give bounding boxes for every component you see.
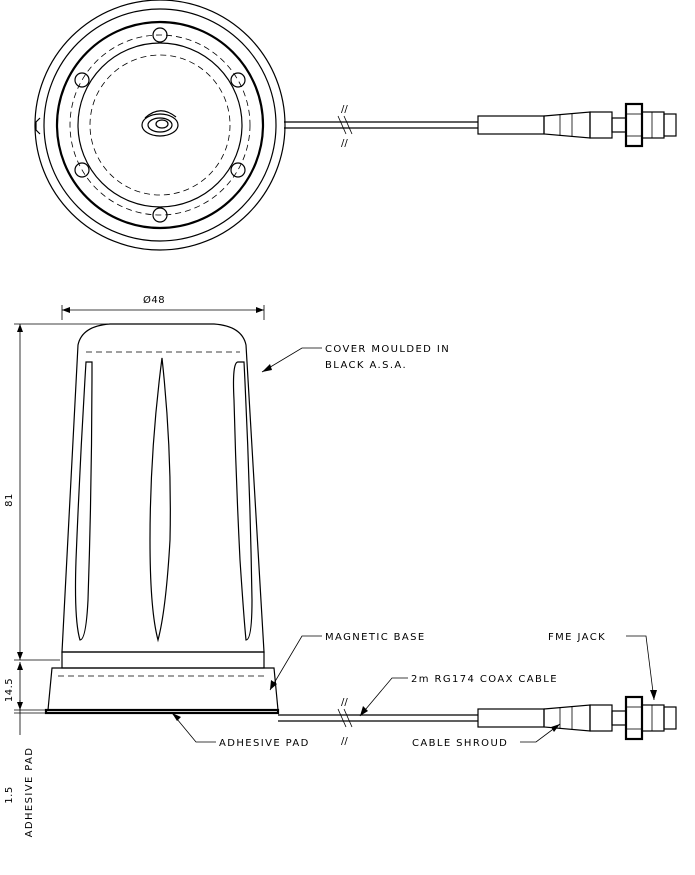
diameter-label: Ø48 xyxy=(143,294,165,306)
leader-lines xyxy=(171,347,657,743)
cover-callout-line2: BLACK A.S.A. xyxy=(325,360,407,371)
side-break-mark-upper: // xyxy=(341,697,348,708)
top-base-ring xyxy=(55,20,265,230)
top-connector xyxy=(477,102,677,148)
top-break-mark-lower: // xyxy=(341,138,348,149)
side-break-mark-lower: // xyxy=(341,736,348,747)
top-hidden-circle-inner xyxy=(89,54,231,196)
adhesive-pad-callout: ADHESIVE PAD xyxy=(219,738,310,749)
magnetic-base-callout: MAGNETIC BASE xyxy=(325,632,426,643)
top-rim-inner xyxy=(43,8,277,242)
cover-rib xyxy=(232,361,253,641)
top-break-mark-upper: // xyxy=(341,104,348,115)
fme-jack-callout: FME JACK xyxy=(548,632,606,643)
height-14-5-label: 14.5 xyxy=(4,678,15,702)
top-outer-rim xyxy=(34,0,286,251)
side-cable xyxy=(278,708,478,728)
adhesive-pad-vertical-label: ADHESIVE PAD xyxy=(24,747,35,838)
height-81-label: 81 xyxy=(4,493,15,507)
cable-shroud-callout: CABLE SHROUD xyxy=(412,738,508,749)
top-cable xyxy=(284,115,478,135)
base-hole xyxy=(74,72,90,88)
side-connector xyxy=(477,695,677,741)
side-view: // // xyxy=(44,323,677,747)
top-side-bump xyxy=(35,117,41,135)
base-hole xyxy=(230,162,246,178)
coax-cable-callout: 2m RG174 COAX CABLE xyxy=(411,674,558,685)
top-cover-outline xyxy=(77,42,243,208)
base-hole xyxy=(152,207,168,223)
base-hole xyxy=(230,72,246,88)
cover-callout-line1: COVER MOULDED IN xyxy=(325,344,450,355)
pad-thickness-label: 1.5 xyxy=(4,786,15,803)
base-hole xyxy=(152,27,168,43)
cover-rib xyxy=(74,361,93,641)
center-feed xyxy=(141,110,179,137)
magnetic-base xyxy=(47,667,279,711)
base-hole xyxy=(74,162,90,178)
top-view: // // xyxy=(34,0,677,251)
cover-outline xyxy=(61,323,265,653)
top-hidden-circle-outer xyxy=(69,34,251,216)
cover-band xyxy=(61,651,265,669)
dimensions xyxy=(14,305,265,735)
cover-rib xyxy=(149,357,171,643)
adhesive-pad-shape xyxy=(44,708,280,715)
